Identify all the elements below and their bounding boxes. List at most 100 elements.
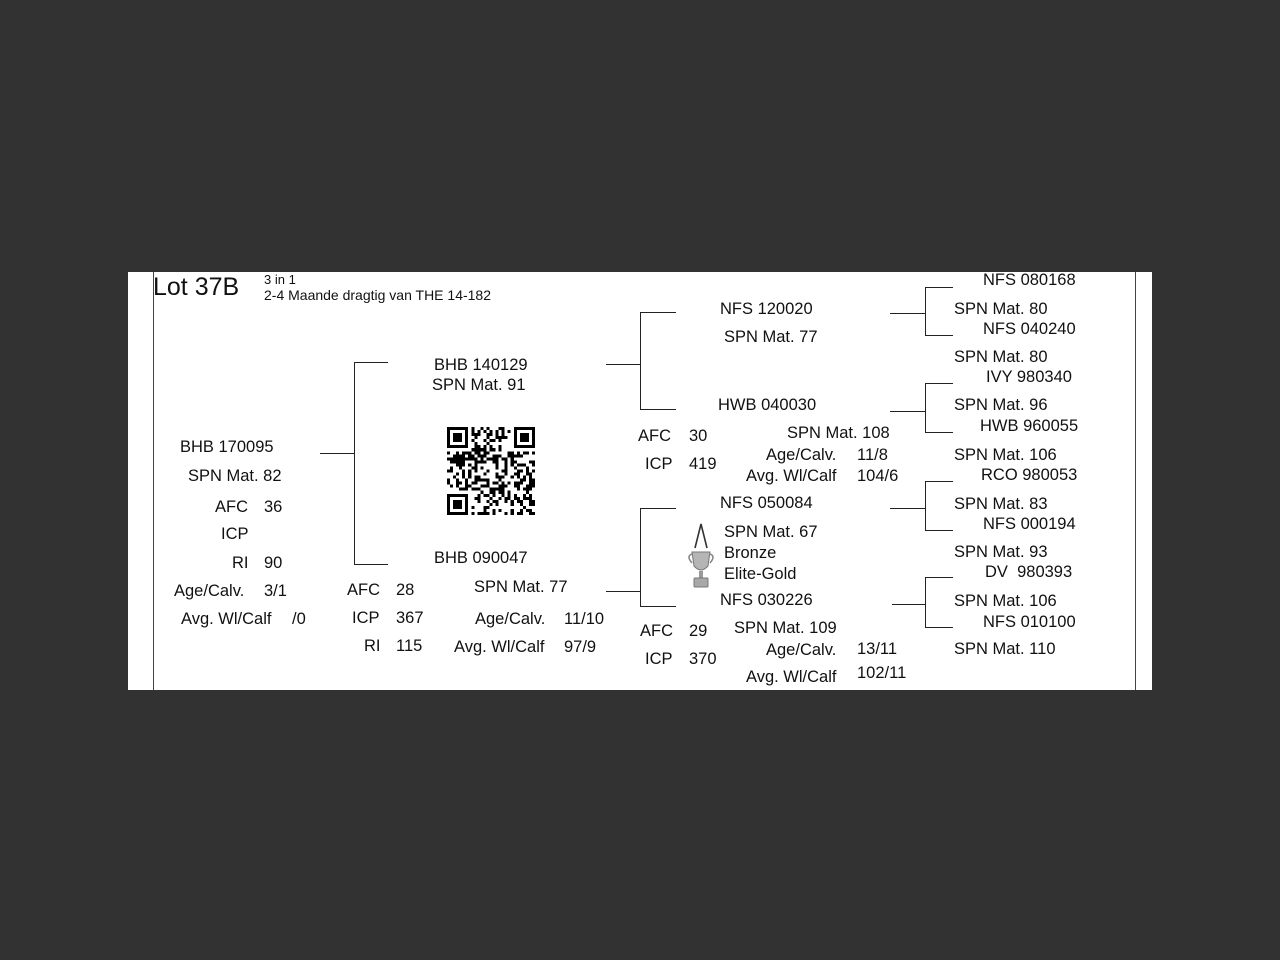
animal-age-label: Age/Calv. [174, 582, 245, 600]
sd-avg-value: 104/6 [857, 467, 899, 485]
dd-afc-label: AFC [640, 622, 673, 640]
dd-icp-value: 370 [689, 650, 717, 668]
dd-age-value: 13/11 [857, 640, 898, 658]
gen4-spn-3: SPN Mat. 96 [954, 396, 1048, 414]
animal-avg-label: Avg. Wl/Calf [181, 610, 272, 628]
lot-title: Lot 37B [153, 273, 240, 301]
pedigree-sheet: Lot 37B 3 in 1 2-4 Maande dragtig van TH… [128, 272, 1152, 690]
lot-tag: 3 in 1 [264, 272, 296, 287]
gen4-id-6: NFS 000194 [983, 515, 1076, 533]
dam-afc-value: 28 [396, 581, 415, 599]
animal-connector [320, 453, 355, 454]
sd-branch [640, 409, 676, 410]
sd-afc-value: 30 [689, 427, 708, 445]
dam-branch [354, 564, 388, 565]
dd-age-label: Age/Calv. [766, 641, 837, 659]
gen4-branch-3 [925, 383, 953, 384]
dam-afc-label: AFC [347, 581, 380, 599]
gen4-spn-1: SPN Mat. 80 [954, 300, 1048, 318]
ss-spn: SPN Mat. 77 [724, 328, 818, 346]
dd-afc-value: 29 [689, 622, 708, 640]
ds-branch [640, 508, 676, 509]
dd-branch [640, 606, 676, 607]
parents-bracket [354, 362, 355, 564]
sire-spn: SPN Mat. 91 [432, 376, 526, 394]
gen4-spn-4: SPN Mat. 106 [954, 446, 1057, 464]
ds-connector [890, 508, 926, 509]
sd-age-value: 11/8 [857, 446, 888, 464]
dd-parents-bracket [925, 577, 926, 627]
gen4-id-4: HWB 960055 [980, 417, 1079, 435]
dam-grandparents-bracket [640, 508, 641, 606]
sd-icp-value: 419 [689, 455, 717, 473]
gen4-id-5: RCO 980053 [981, 466, 1078, 484]
ds-spn: SPN Mat. 67 [724, 523, 818, 541]
ds-parents-bracket [925, 481, 926, 530]
gen4-branch-7 [925, 577, 953, 578]
sire-connector [606, 364, 641, 365]
sd-avg-label: Avg. Wl/Calf [746, 467, 837, 485]
dam-avg-value: 97/9 [564, 638, 597, 656]
gen4-branch-1 [925, 287, 953, 288]
ds-award-1: Bronze [724, 544, 777, 562]
sd-spn: SPN Mat. 108 [787, 424, 890, 442]
qr-code-icon [447, 427, 535, 515]
dam-ri-label: RI [364, 637, 381, 655]
gen4-spn-2: SPN Mat. 80 [954, 348, 1048, 366]
sd-id: HWB 040030 [718, 396, 817, 414]
animal-icp-label: ICP [221, 525, 249, 543]
sire-id: BHB 140129 [434, 356, 528, 374]
ss-id: NFS 120020 [720, 300, 813, 318]
lot-note: 2-4 Maande dragtig van THE 14-182 [264, 287, 491, 303]
animal-id: BHB 170095 [180, 438, 274, 456]
right-margin-line [1135, 272, 1136, 690]
gen4-id-2: NFS 040240 [983, 320, 1076, 338]
gen4-branch-5 [925, 481, 953, 482]
ds-award-2: Elite-Gold [724, 565, 797, 583]
gen4-id-8: NFS 010100 [983, 613, 1076, 631]
animal-age-value: 3/1 [264, 582, 287, 600]
left-margin-line [153, 272, 154, 690]
gen4-id-7: DV 980393 [985, 563, 1073, 581]
dam-spn: SPN Mat. 77 [474, 578, 568, 596]
animal-avg-value: /0 [292, 610, 306, 628]
dam-icp-value: 367 [396, 609, 424, 627]
sd-connector [890, 411, 926, 412]
gen4-spn-5: SPN Mat. 83 [954, 495, 1048, 513]
trophy-icon [688, 523, 714, 588]
gen4-spn-7: SPN Mat. 106 [954, 592, 1057, 610]
sd-icp-label: ICP [645, 455, 673, 473]
animal-afc-label: AFC [215, 498, 248, 516]
dam-age-value: 11/10 [564, 610, 605, 628]
gen4-branch-4 [925, 432, 953, 433]
gen4-branch-8 [925, 627, 953, 628]
gen4-id-3: IVY 980340 [986, 368, 1072, 386]
animal-ri-value: 90 [264, 554, 283, 572]
dam-icp-label: ICP [352, 609, 380, 627]
gen4-id-1: NFS 080168 [983, 272, 1076, 289]
animal-afc-value: 36 [264, 498, 283, 516]
gen4-branch-6 [925, 530, 953, 531]
dam-avg-label: Avg. Wl/Calf [454, 638, 545, 656]
dd-icp-label: ICP [645, 650, 673, 668]
gen4-branch-2 [925, 335, 953, 336]
dd-spn: SPN Mat. 109 [734, 619, 837, 637]
sd-age-label: Age/Calv. [766, 446, 837, 464]
sd-parents-bracket [925, 383, 926, 432]
gen4-spn-6: SPN Mat. 93 [954, 543, 1048, 561]
ds-id: NFS 050084 [720, 494, 813, 512]
ss-parents-bracket [925, 287, 926, 335]
ss-branch [640, 312, 676, 313]
dd-id: NFS 030226 [720, 591, 813, 609]
animal-spn: SPN Mat. 82 [188, 467, 282, 485]
dam-age-label: Age/Calv. [475, 610, 546, 628]
sire-branch [354, 362, 388, 363]
dam-connector [606, 591, 641, 592]
ss-connector [890, 313, 926, 314]
dd-connector [892, 604, 926, 605]
gen4-spn-8: SPN Mat. 110 [954, 640, 1056, 658]
sire-grandparents-bracket [640, 312, 641, 409]
sd-afc-label: AFC [638, 427, 671, 445]
dam-id: BHB 090047 [434, 549, 528, 567]
animal-ri-label: RI [232, 554, 249, 572]
